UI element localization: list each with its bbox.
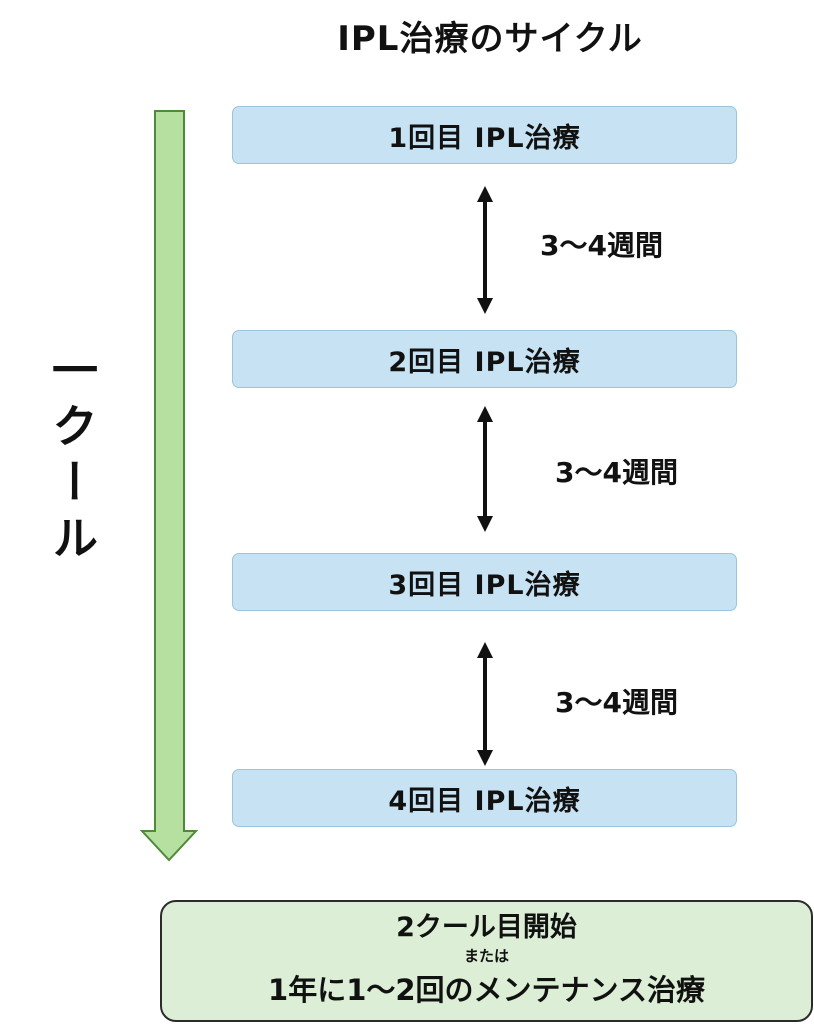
treatment-step-1: 1回目 IPL治療	[232, 106, 737, 164]
interval-arrow-1	[477, 186, 493, 314]
maintenance-treatment: 1年に1〜2回のメンテナンス治療	[268, 973, 705, 1007]
interval-label-1: 3〜4週間	[540, 229, 663, 262]
interval-arrow-2	[477, 406, 493, 532]
next-cycle-or: または	[463, 947, 509, 965]
interval-label-2: 3〜4週間	[555, 456, 678, 489]
next-cycle-box: 2クール目開始 または 1年に1〜2回のメンテナンス治療	[160, 900, 813, 1022]
treatment-step-3: 3回目 IPL治療	[232, 553, 737, 611]
next-cycle-start: 2クール目開始	[396, 912, 577, 943]
interval-arrow-3	[477, 642, 493, 766]
treatment-step-2: 2回目 IPL治療	[232, 330, 737, 388]
diagram-title: IPL治療のサイクル	[337, 19, 643, 59]
treatment-step-4: 4回目 IPL治療	[232, 769, 737, 827]
interval-label-3: 3〜4週間	[555, 686, 678, 719]
cycle-arrow-shape	[139, 110, 199, 862]
cycle-label: 一クール	[45, 346, 99, 570]
